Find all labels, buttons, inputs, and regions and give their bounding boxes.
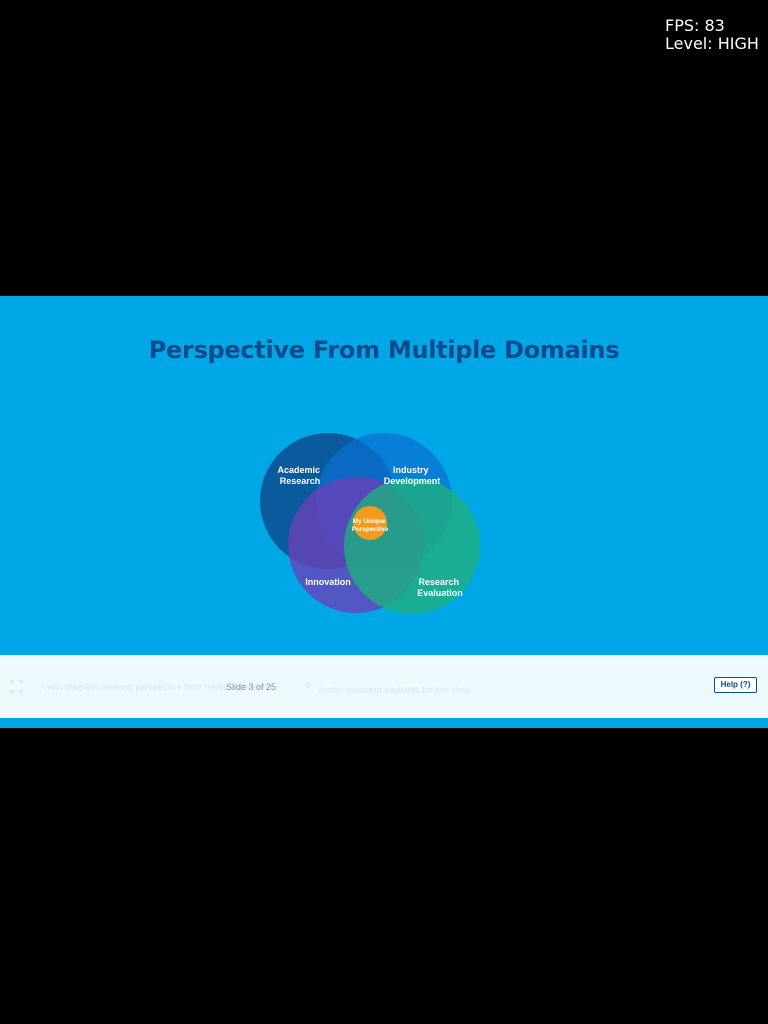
slide-counter: Slide 3 of 25	[226, 682, 277, 692]
venn-label-innovation: Innovation	[305, 577, 351, 587]
fps-readout: FPS: 83	[665, 16, 725, 35]
venn-label-innovation-line-1: Innovation	[305, 577, 351, 587]
slide-description: Venn diagram showing perspective from mu…	[42, 682, 273, 692]
venn-label-industry: Industry Development	[384, 465, 441, 486]
fullscreen-icon[interactable]	[10, 680, 23, 693]
help-button[interactable]: Help (?)	[714, 677, 757, 693]
venn-label-evaluation-line-1: Research	[418, 577, 459, 587]
venn-label-industry-line-1: Industry	[393, 465, 429, 475]
venn-label-academic-line-1: Academic	[277, 465, 320, 475]
venn-label-academic: Academic Research	[277, 465, 322, 486]
quality-level-readout: Level: HIGH	[665, 34, 759, 53]
audio-description: Audio: narration available for this slid…	[318, 685, 471, 695]
slide-control-bar: Venn diagram showing perspective from mu…	[0, 655, 768, 718]
venn-label-academic-line-2: Research	[280, 476, 321, 486]
audio-indicator-icon	[305, 682, 311, 688]
venn-label-research-evaluation: Research Evaluation	[417, 577, 463, 598]
venn-center-label-line-2: Perspective	[352, 526, 389, 533]
venn-center-label-line-1: My Unique	[353, 518, 386, 525]
slide-title: Perspective From Multiple Domains	[148, 336, 620, 364]
venn-label-industry-line-2: Development	[384, 476, 441, 486]
venn-center-label: My Unique Perspective	[352, 518, 389, 533]
venn-label-evaluation-line-2: Evaluation	[417, 588, 463, 598]
presentation-slide: Perspective From Multiple Domains Academ…	[0, 296, 768, 728]
fps-overlay: FPS: 83 Level: HIGH	[665, 17, 759, 53]
venn-center-circle	[353, 506, 387, 540]
venn-diagram: Academic Research Industry Development I…	[260, 433, 480, 614]
